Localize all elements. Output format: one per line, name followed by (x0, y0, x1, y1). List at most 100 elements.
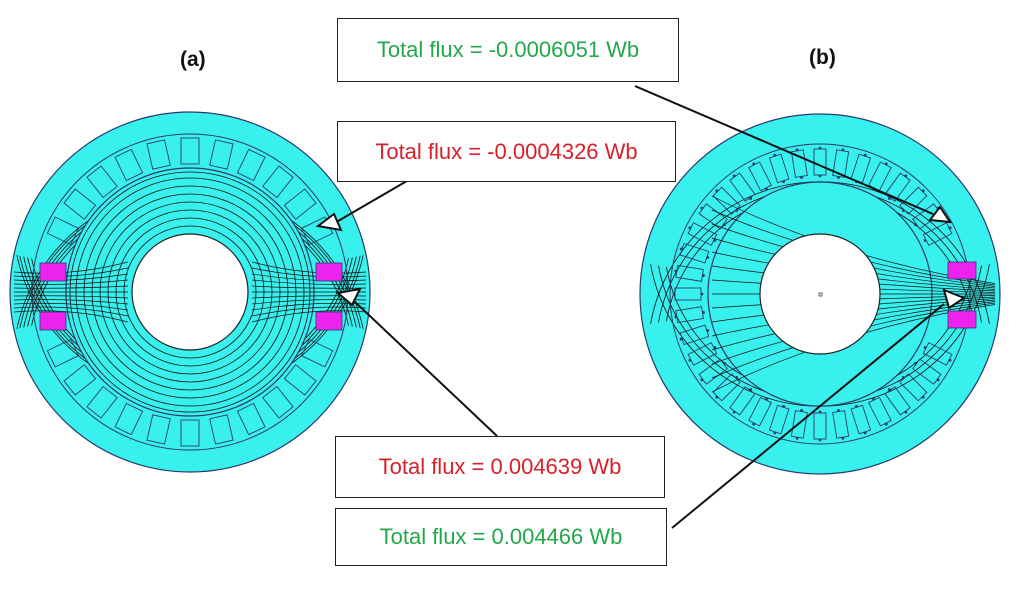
leader-arrows (315, 85, 967, 529)
arrowhead-a-bottom (335, 287, 362, 307)
flux-fan-a-0--5 (13, 261, 129, 274)
leader-b-top (634, 85, 934, 215)
magnets-b (947, 261, 977, 329)
magnet-b-right-bottom (947, 310, 977, 329)
panel-label-a: (a) (180, 48, 206, 71)
flux-line-inner-a-1-0 (115, 217, 265, 293)
mesh-node-b (921, 395, 925, 399)
mesh-node-b (948, 226, 952, 230)
mesh-node-b (674, 269, 678, 273)
mesh-node-b (921, 189, 925, 193)
flux-line-inner-a-1-1 (115, 291, 265, 367)
shaft-hole-a (131, 233, 249, 351)
mesh-node-b (700, 206, 704, 210)
stator-tooth-a (114, 402, 144, 436)
leader-b-bottom (671, 303, 945, 529)
mesh-node-b (837, 409, 840, 412)
flux-line-inner-a-3-0 (99, 201, 281, 293)
mesh-node-b (818, 438, 822, 442)
mesh-node-b (672, 292, 676, 296)
mesh-node-b (735, 376, 738, 379)
mesh-node-b (872, 397, 875, 401)
mesh-node-b (782, 180, 785, 184)
mesh-node-b (702, 274, 705, 277)
mesh-node-b (773, 153, 777, 157)
mesh-node-b (706, 329, 710, 332)
stator-tooth-a (283, 188, 317, 220)
mesh-node-b (795, 148, 799, 152)
mesh-node-b (923, 346, 927, 349)
stator-teeth-a (46, 137, 334, 447)
flux-fan-a-0-2 (13, 299, 129, 305)
arrowhead-b-bottom (942, 288, 967, 310)
flux-line-inner-a-2-1 (107, 291, 273, 375)
mesh-node-b (749, 197, 753, 200)
stator-tooth-a (236, 402, 266, 436)
mesh-node-b (800, 176, 803, 179)
mesh-node-b (773, 431, 777, 435)
flux-line-inner-a-5-1 (83, 291, 297, 399)
mesh-node-b (715, 395, 719, 399)
magnet-b-right-top (947, 261, 977, 280)
flux-line-inner-a-6-1 (75, 291, 305, 407)
mesh-node-b (887, 197, 891, 200)
mesh-node-b (818, 146, 822, 150)
flux-callout-b-bottom: Total flux = 0.004466 Wb (335, 508, 667, 566)
flux-fan-a-1--3 (251, 273, 367, 282)
mesh-node-b (765, 397, 768, 401)
panel-label-b: (b) (809, 46, 836, 69)
flux-fan-a-1--5 (251, 261, 367, 274)
stator-tooth-a (236, 148, 266, 182)
stator-tooth-a (46, 338, 80, 368)
mesh-node-b (818, 174, 822, 178)
mesh-node-b (679, 247, 683, 251)
flux-fan-a-0--2 (13, 279, 129, 285)
mesh-node-b (818, 410, 822, 414)
mesh-node-b (749, 388, 753, 391)
flux-fan-a-0-5 (13, 310, 129, 323)
flux-fan-a-0--1 (13, 285, 129, 289)
machine-a (9, 111, 371, 473)
mesh-node-b (795, 436, 799, 440)
mesh-node-b (841, 436, 845, 440)
stator-tooth-a (63, 364, 97, 396)
mesh-node-b (688, 358, 692, 362)
mesh-node-b (863, 431, 867, 435)
mesh-node-b (948, 358, 952, 362)
magnets-a (39, 262, 343, 331)
magnet-a-right-bottom (315, 311, 343, 331)
mesh-node-b (688, 226, 692, 230)
stator-tooth-a (46, 216, 80, 246)
mesh-node-b (841, 148, 845, 152)
flux-line-inner-a-2-0 (107, 209, 273, 293)
flux-callout-b-top: Total flux = -0.0006051 Wb (337, 18, 679, 82)
flux-line-inner-a-7-0 (69, 171, 311, 293)
mesh-node-b (936, 378, 940, 382)
flux-fan-a-1--2 (251, 279, 367, 285)
arrowhead-a-top (315, 212, 343, 232)
mesh-node-b (904, 410, 908, 414)
mesh-node-b (837, 176, 840, 179)
flux-callout-a-top: Total flux = -0.0004326 Wb (337, 121, 676, 182)
mesh-node-b (863, 153, 867, 157)
mesh-node-b (902, 209, 905, 212)
mesh-node-b (914, 223, 917, 227)
flux-line-inner-a-0-1 (123, 291, 257, 359)
mesh-node-b (713, 346, 717, 349)
flux-line-inner-a-4-0 (91, 193, 289, 293)
flux-fan-a-0-4 (13, 306, 129, 317)
mesh-node-b (800, 409, 803, 412)
mesh-node-b (723, 361, 726, 365)
mesh-node-b (700, 378, 704, 382)
flux-fan-a-0--4 (13, 267, 129, 278)
stator-tooth-a (300, 338, 334, 368)
flux-line-inner-a-4-1 (91, 291, 289, 391)
mesh-node-b (715, 189, 719, 193)
mesh-node-b (752, 422, 756, 426)
leader-a-bottom (353, 300, 498, 437)
flux-fan-a-1--4 (251, 267, 367, 278)
stator-tooth-a (114, 148, 144, 182)
stator-slots-b (672, 146, 953, 442)
